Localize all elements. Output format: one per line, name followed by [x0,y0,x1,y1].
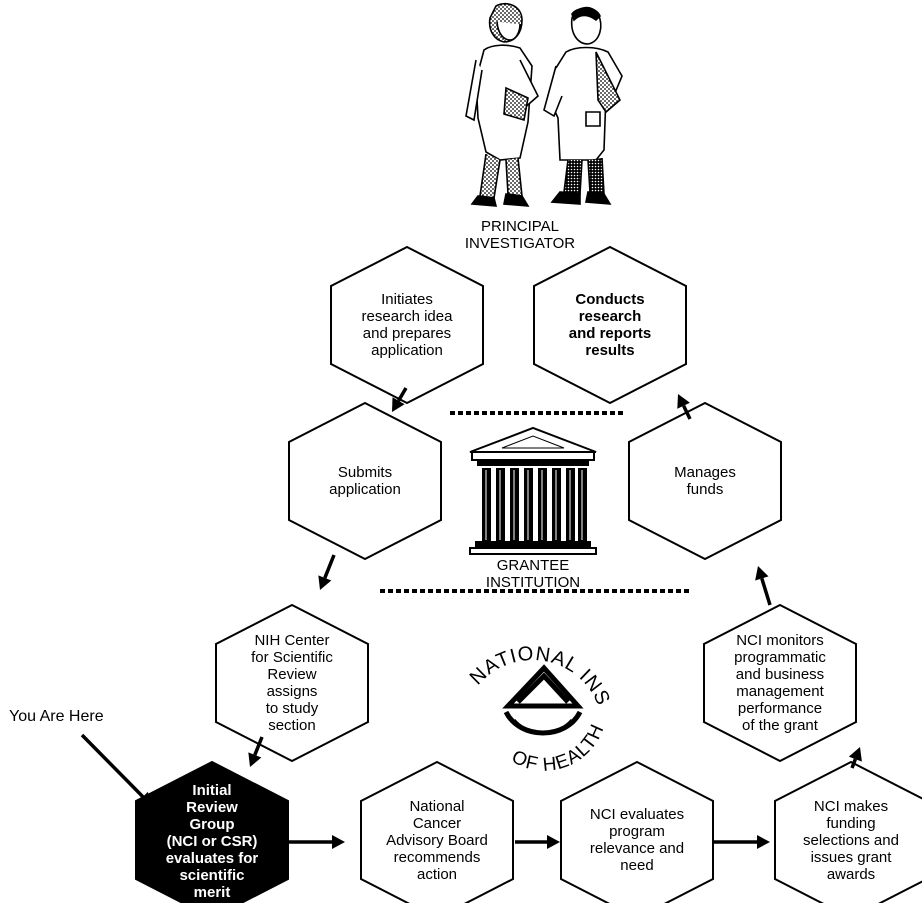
hexagon-conducts [533,245,687,405]
step-manages-text: Manages funds [674,464,736,498]
step-initiates-text: Initiates research idea and prepares app… [361,291,453,359]
arrow-monitors-to-manages [755,566,772,606]
you-are-here-label: You Are Here [9,708,104,725]
nih-emblem-icon [502,664,584,736]
scientists-illustration [465,2,623,207]
arrow-makes-to-monitors [848,747,862,769]
arrow-manages-to-conducts [677,394,692,420]
step-nci-evaluates-text: NCI evaluates program relevance and need [589,806,685,874]
hexagon-nci-evaluates [560,760,714,908]
arrow-you-are-here [80,733,152,806]
step-conducts-text: Conducts research and reports results [568,291,652,359]
hexagon-submits [288,401,442,561]
hexagon-irg [135,760,289,908]
hexagon-ncab [360,760,514,908]
scientist-right-figure [543,6,623,205]
step-nci-makes-text: NCI makes funding selections and issues … [803,797,899,883]
arrow-irg-to-ncab [286,835,345,849]
hexagon-initiates [330,245,484,405]
arrow-nih-csr-to-irg [248,736,264,767]
principal-investigator-label: PRINCIPAL INVESTIGATOR [464,218,576,252]
hexagon-nih-csr [215,603,369,763]
step-ncab-text: National Cancer Advisory Board recommend… [386,797,488,883]
hexagon-nci-monitors [703,603,857,763]
scientist-left-figure [465,2,539,207]
hexagon-manages [628,401,782,561]
arrow-initiates-to-submits [392,387,408,412]
grantee-building-icon [469,426,597,555]
step-nih-csr-text: NIH Center for Scientific Review assigns… [251,632,333,734]
hexagon-nci-makes [774,760,922,908]
step-irg-text: Initial Review Group (NCI or CSR) evalua… [165,781,259,901]
grantee-institution-label: GRANTEE INSTITUTION [485,557,581,591]
arrow-ncab-to-evaluates [515,835,560,849]
arrow-submits-to-nih-csr [318,554,336,590]
step-nci-monitors-text: NCI monitors programmatic and business m… [734,632,826,734]
step-submits-text: Submits application [329,464,401,498]
arrow-evaluates-to-makes [714,835,770,849]
